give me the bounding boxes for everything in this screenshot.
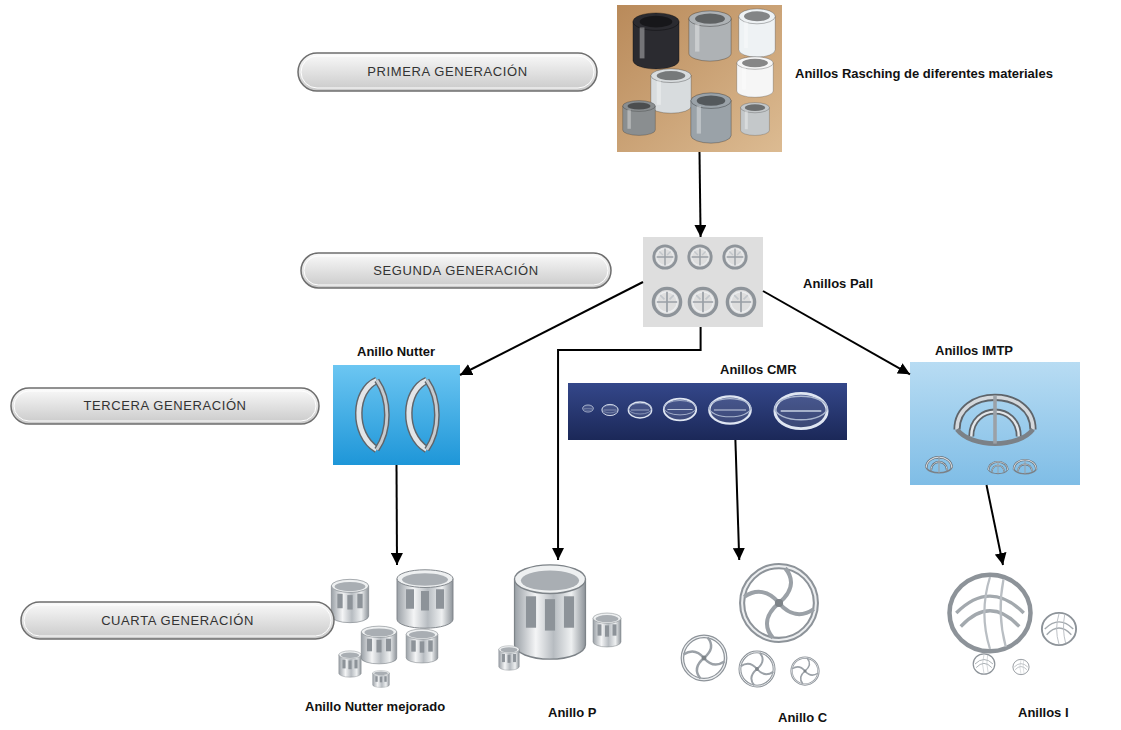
ring-figure: [628, 402, 651, 418]
ring-caption: Anillos I: [1018, 705, 1069, 721]
ring-figure: [623, 101, 656, 136]
ring-figure: [409, 380, 437, 449]
generation-label: CUARTA GENERACIÓN: [20, 601, 335, 640]
ring-figure: [741, 103, 770, 136]
ring-figure: [724, 246, 746, 268]
ring-figure-box: Anillo P: [495, 560, 625, 680]
ring-figure: [583, 405, 594, 412]
ring-figure: [739, 9, 775, 57]
ring-photo: Anillos Rasching de diferentes materiale…: [617, 5, 782, 152]
ring-figure: [651, 69, 691, 113]
ring-figure: [742, 566, 816, 640]
ring-figure: [373, 671, 390, 688]
ring-figure: [988, 462, 1007, 474]
ring-figure: [1014, 460, 1036, 474]
ring-figure-box: Anillo C: [665, 560, 830, 690]
ring-figure: [775, 393, 827, 428]
generation-text: TERCERA GENERACIÓN: [83, 398, 246, 414]
ring-figure: [397, 570, 453, 628]
ring-caption: Anillos IMTP: [935, 343, 1013, 359]
ring-figure: [664, 399, 696, 421]
photo-ground: [617, 5, 782, 152]
ring-caption: Anillo Nutter: [357, 344, 435, 360]
generation-label: PRIMERA GENERACIÓN: [297, 52, 598, 92]
nutter-ring-photo: [333, 365, 460, 465]
cmr-rings-photo: [568, 383, 847, 440]
ring-figure: [950, 575, 1031, 652]
ring-figure: [740, 652, 774, 686]
generation-text: CUARTA GENERACIÓN: [101, 613, 254, 629]
pill-border: [11, 388, 319, 424]
ring-figure: [689, 288, 716, 315]
pill-border: [301, 253, 611, 288]
i-ring-figure: [950, 575, 1077, 675]
ring-figure: [691, 93, 731, 143]
ring-figure-box: Anillos I: [940, 565, 1080, 680]
generation-text: PRIMERA GENERACIÓN: [367, 64, 527, 80]
flow-arrow: [460, 282, 643, 375]
ring-figure-box: Anillo Nutter mejorado: [320, 565, 460, 690]
pill-border: [298, 53, 597, 91]
ring-figure: [359, 380, 387, 449]
ring-figure: [682, 636, 725, 679]
ring-figure: [957, 396, 1033, 444]
ring-figure: [709, 396, 750, 423]
ring-caption: Anillo C: [778, 710, 827, 726]
ring-caption: Anillo Nutter mejorado: [305, 699, 445, 715]
ring-caption: Anillos CMR: [720, 362, 797, 378]
p-ring-figure: [499, 565, 621, 670]
flow-arrow: [735, 440, 739, 560]
improved-nutter-figure: [331, 570, 453, 688]
pill-inner-border: [304, 256, 608, 285]
ring-figure: [1013, 659, 1029, 674]
ring-figure: [973, 654, 995, 674]
photo-ground: [333, 365, 460, 465]
ring-caption: Anillos Pall: [803, 276, 873, 292]
pill-border: [21, 602, 334, 639]
pill-inner-border: [14, 391, 316, 421]
ring-figure: [331, 579, 368, 622]
pall-rings-photo: [643, 237, 763, 327]
pill-inner-border: [301, 56, 594, 88]
ring-figure: [593, 613, 621, 647]
ring-photo: Anillos CMR: [568, 383, 847, 440]
ring-photo: Anillos Pall: [643, 237, 763, 327]
ring-figure: [1042, 613, 1076, 645]
ring-figure: [499, 646, 520, 671]
flow-arrow: [763, 291, 910, 374]
ring-figure: [727, 288, 754, 315]
photo-ground: [643, 237, 763, 327]
ring-photo: Anillo Nutter: [333, 365, 460, 465]
flow-arrow: [396, 465, 399, 565]
generation-text: SEGUNDA GENERACIÓN: [373, 263, 538, 279]
ring-photo: Anillos IMTP: [910, 362, 1080, 485]
ring-figure: [654, 246, 676, 268]
ring-figure: [737, 57, 773, 98]
ring-figure: [633, 13, 679, 69]
ring-figure: [792, 658, 819, 685]
photo-ground: [910, 362, 1080, 485]
generation-label: SEGUNDA GENERACIÓN: [300, 252, 612, 289]
ring-figure: [653, 288, 680, 315]
flow-arrow: [700, 152, 701, 237]
ring-figure: [689, 11, 731, 61]
ring-caption: Anillo P: [548, 705, 596, 721]
photo-ground: [568, 383, 847, 440]
ring-figure: [926, 457, 952, 473]
imtp-rings-photo: [910, 362, 1080, 485]
generation-label: TERCERA GENERACIÓN: [10, 387, 320, 425]
pill-inner-border: [24, 605, 331, 636]
ring-figure: [689, 246, 711, 268]
ring-figure: [602, 404, 618, 415]
ring-figure: [406, 629, 438, 663]
flow-arrow: [558, 327, 701, 560]
flow-arrow: [987, 485, 1004, 565]
ring-figure: [515, 565, 586, 659]
ring-figure: [339, 651, 361, 677]
ring-caption: Anillos Rasching de diferentes materiale…: [795, 66, 1053, 82]
raschig-rings-photo: [617, 5, 782, 152]
ring-figure: [361, 626, 396, 664]
c-ring-figure: [682, 566, 818, 686]
